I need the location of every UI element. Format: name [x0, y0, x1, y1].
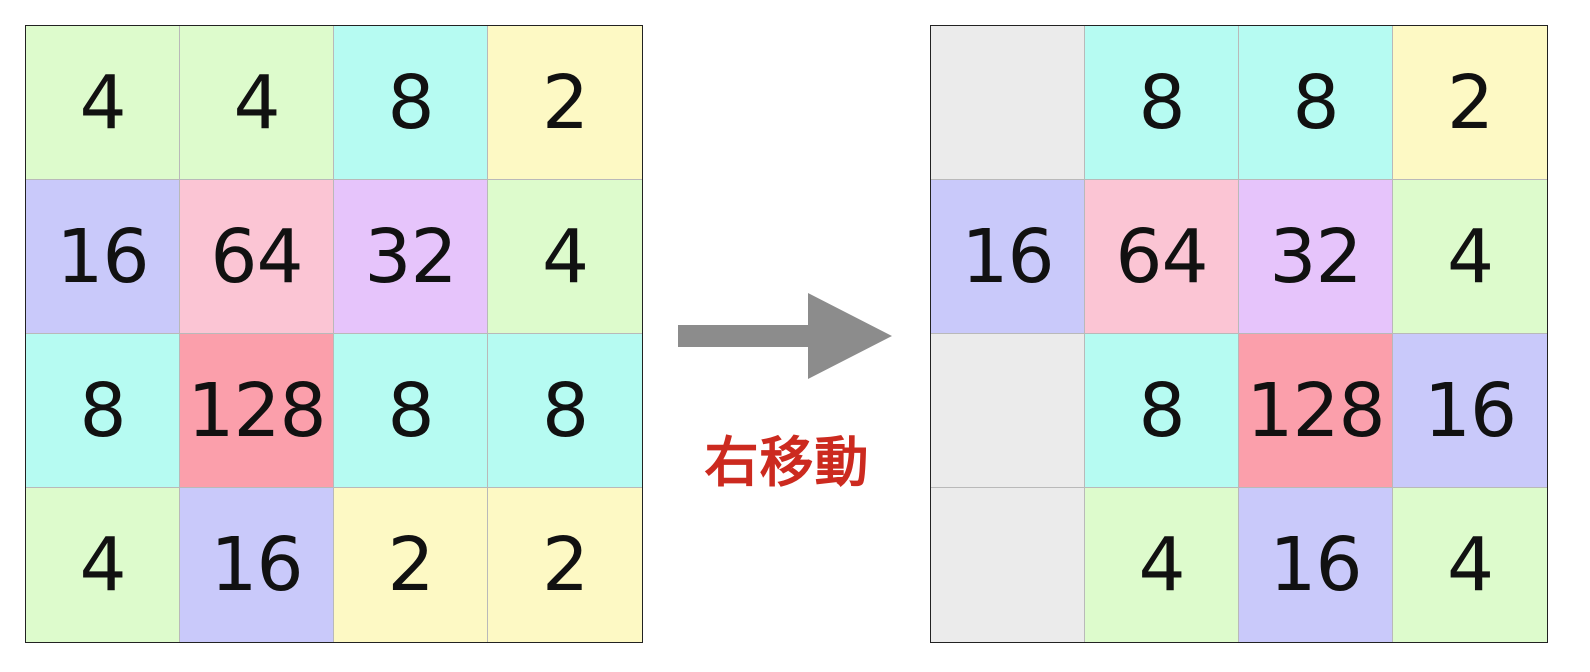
tile-16: 16 [1239, 488, 1393, 642]
tile-4: 4 [180, 26, 334, 180]
tile-2: 2 [488, 26, 642, 180]
tile-4: 4 [488, 180, 642, 334]
tile-8: 8 [334, 26, 488, 180]
tile-32: 32 [334, 180, 488, 334]
tile-8: 8 [488, 334, 642, 488]
tile-32: 32 [1239, 180, 1393, 334]
tile-128: 128 [1239, 334, 1393, 488]
tile-4: 4 [1393, 488, 1547, 642]
tile-2: 2 [1393, 26, 1547, 180]
tile-4: 4 [26, 488, 180, 642]
tile-8: 8 [26, 334, 180, 488]
tile-16: 16 [180, 488, 334, 642]
tile-4: 4 [1085, 488, 1239, 642]
tile-128: 128 [180, 334, 334, 488]
tile-64: 64 [1085, 180, 1239, 334]
tile-4: 4 [1393, 180, 1547, 334]
empty-tile [931, 26, 1085, 180]
empty-tile [931, 488, 1085, 642]
tile-8: 8 [1239, 26, 1393, 180]
move-right-caption: 右移動 [704, 431, 870, 494]
tile-16: 16 [931, 180, 1085, 334]
tile-8: 8 [1085, 26, 1239, 180]
tile-16: 16 [26, 180, 180, 334]
tile-16: 16 [1393, 334, 1547, 488]
tile-2: 2 [488, 488, 642, 642]
tile-64: 64 [180, 180, 334, 334]
empty-tile [931, 334, 1085, 488]
right-arrow-icon [678, 293, 892, 379]
tile-2: 2 [334, 488, 488, 642]
tile-8: 8 [334, 334, 488, 488]
tile-8: 8 [1085, 334, 1239, 488]
tile-4: 4 [26, 26, 180, 180]
